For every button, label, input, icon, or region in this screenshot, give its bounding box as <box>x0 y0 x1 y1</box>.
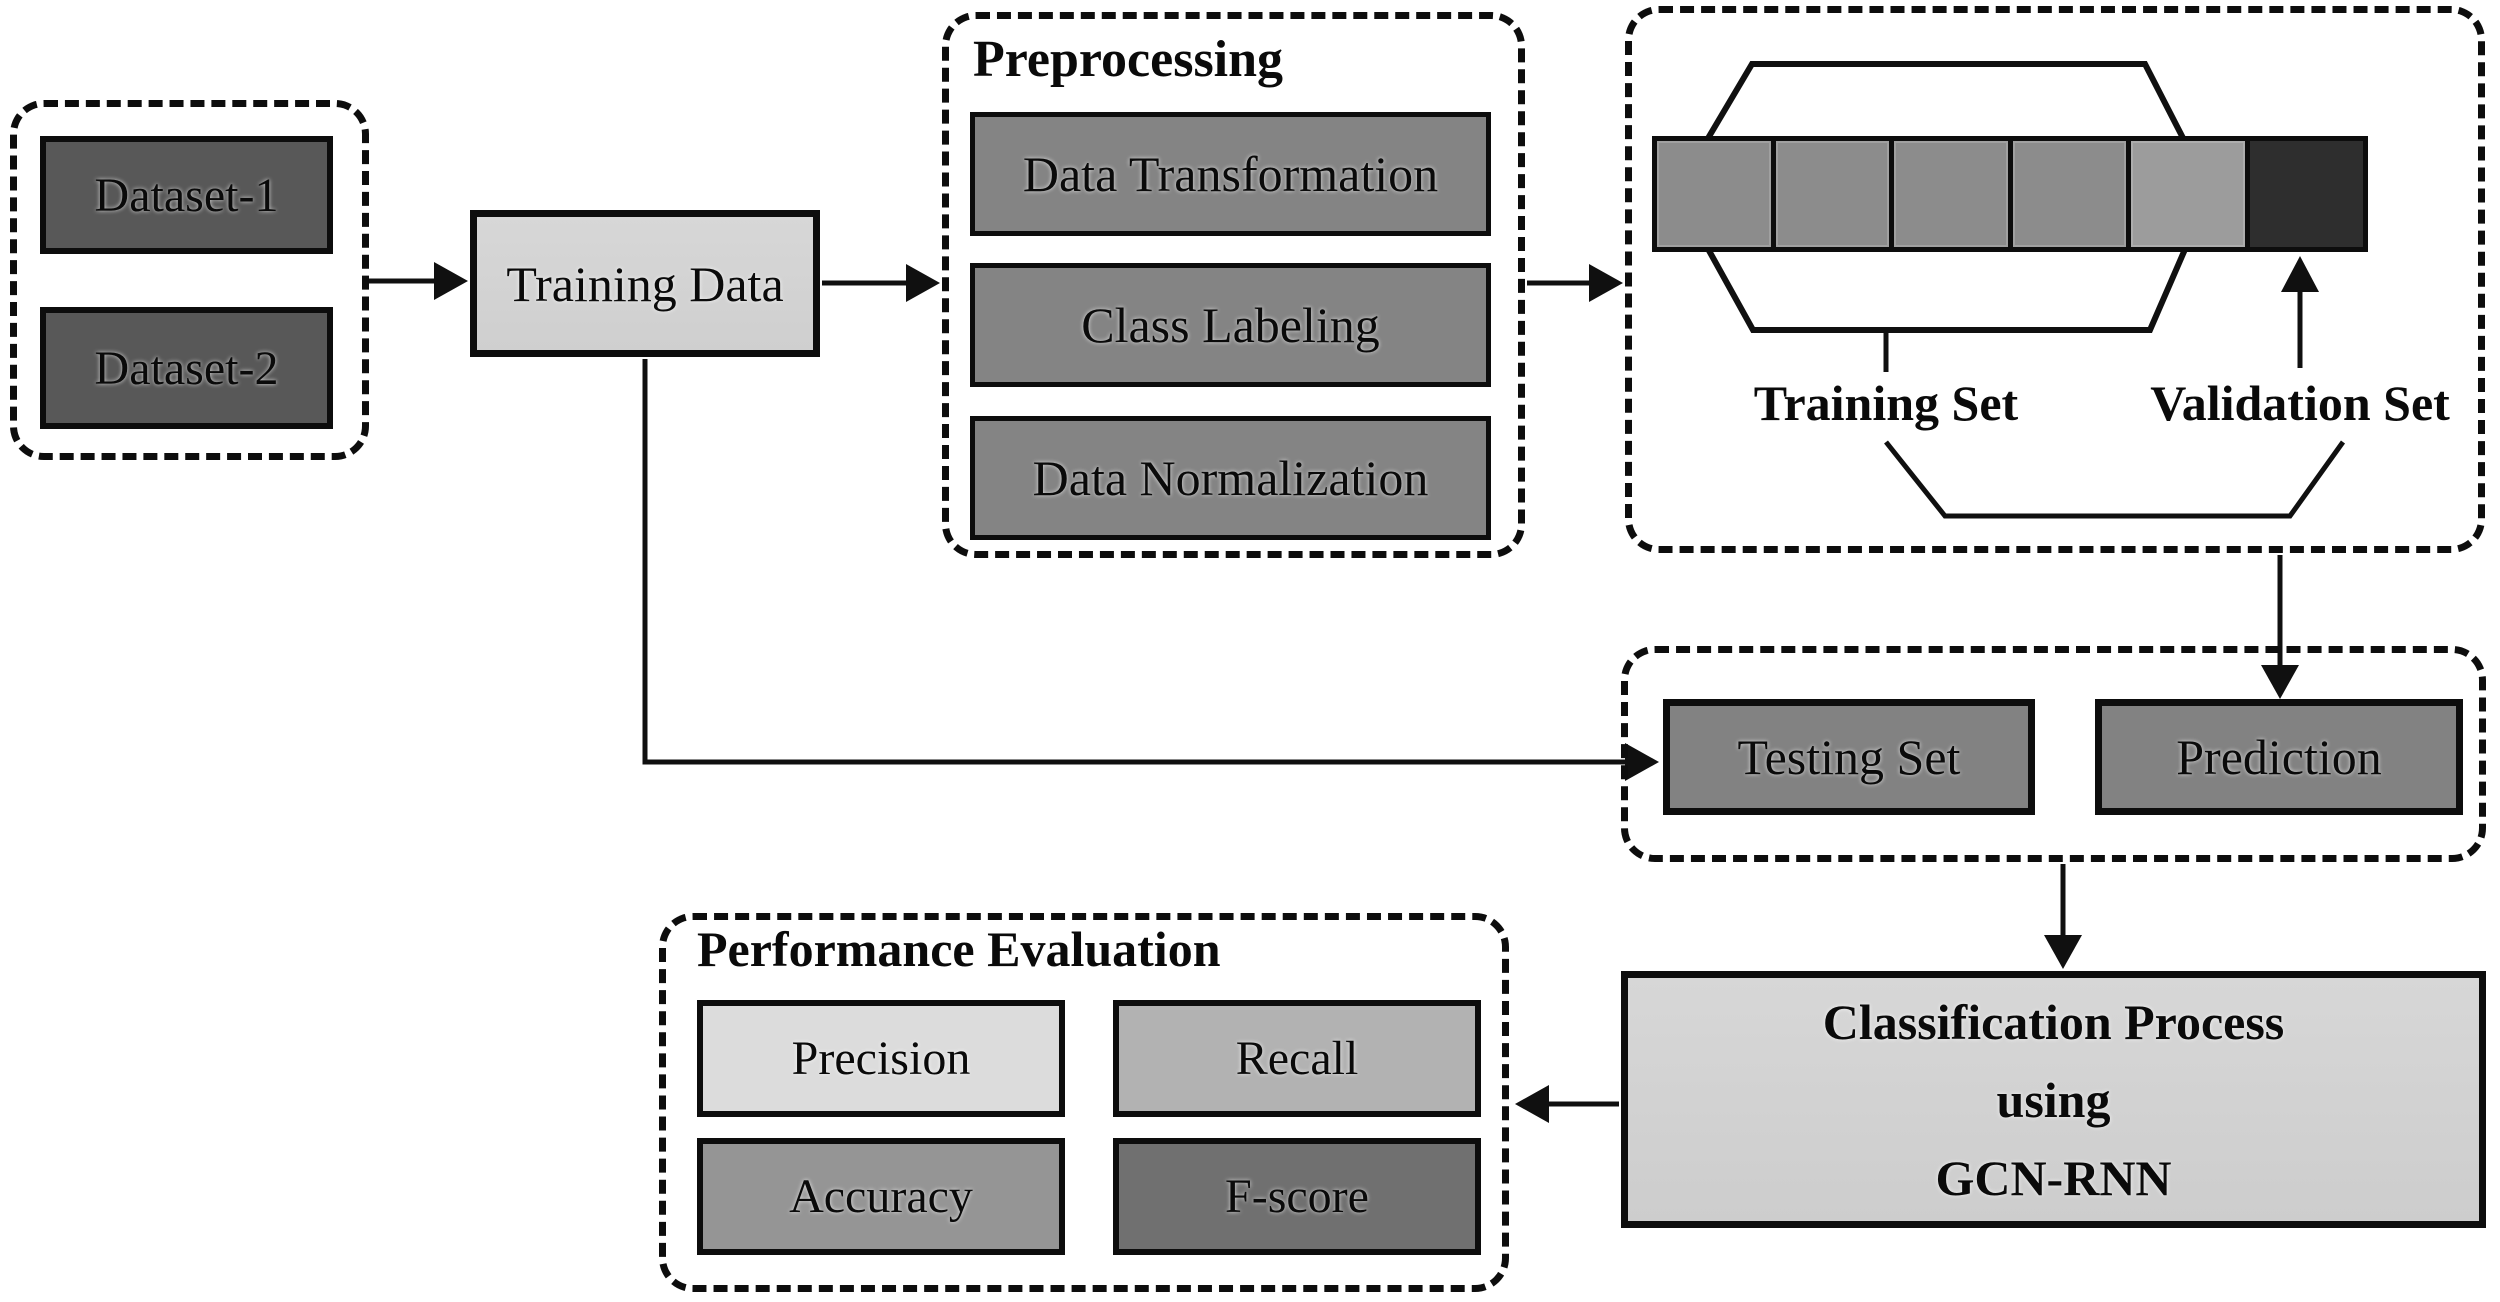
arrow-preprocessing-to-cross-validation <box>1527 264 1623 302</box>
testing-stage-container <box>1621 646 2486 862</box>
fold-segment-3 <box>1894 141 2013 247</box>
fold-segment-5 <box>2131 141 2250 247</box>
arrow-validation-set-to-fold <box>2281 256 2319 368</box>
cross-validation-container <box>1625 6 2485 553</box>
dataset-2-box: Dataset-2 <box>40 307 333 429</box>
arrow-testing-stage-to-classification <box>2044 864 2082 969</box>
dataset-1-box: Dataset-1 <box>40 136 333 254</box>
fscore-label: F-score <box>1225 1170 1369 1223</box>
data-transformation-box: Data Transformation <box>970 112 1491 236</box>
classification-line3: GCN-RNN <box>1935 1149 2172 1206</box>
arrow-datasets-to-training-data <box>369 262 468 300</box>
recall-label: Recall <box>1235 1032 1359 1085</box>
fold-segment-2 <box>1775 141 1894 247</box>
validation-fold-segment <box>2249 141 2363 247</box>
fold-top-bracket <box>1704 61 2187 142</box>
data-normalization-box: Data Normalization <box>970 416 1491 540</box>
precision-label: Precision <box>791 1032 971 1085</box>
testing-set-box: Testing Set <box>1663 699 2035 815</box>
data-normalization-label: Data Normalization <box>1032 450 1429 506</box>
fold-segment-4 <box>2012 141 2131 247</box>
dataset-2-label: Dataset-2 <box>94 341 279 395</box>
arrow-training-data-to-testing-set <box>642 359 1659 781</box>
fscore-box: F-score <box>1113 1138 1481 1255</box>
validation-set-label: Validation Set <box>2150 375 2450 431</box>
prediction-box: Prediction <box>2095 699 2463 815</box>
fold-rotation-loop <box>1884 440 2346 519</box>
datasets-group-container <box>10 100 369 460</box>
prediction-label: Prediction <box>2176 729 2382 785</box>
dataset-1-label: Dataset-1 <box>94 168 279 222</box>
arrow-training-data-to-preprocessing <box>822 264 940 302</box>
preprocessing-container <box>942 12 1525 558</box>
arrow-classification-to-performance <box>1515 1085 1619 1123</box>
classification-line2: using <box>1996 1071 2111 1128</box>
class-labeling-label: Class Labeling <box>1081 297 1380 353</box>
data-transformation-label: Data Transformation <box>1022 146 1439 202</box>
accuracy-box: Accuracy <box>697 1138 1065 1255</box>
testing-set-label: Testing Set <box>1737 729 1961 785</box>
class-labeling-box: Class Labeling <box>970 263 1491 387</box>
performance-evaluation-container <box>659 913 1509 1292</box>
preprocessing-title: Preprocessing <box>973 31 1284 88</box>
training-set-label: Training Set <box>1753 375 2019 431</box>
precision-box: Precision <box>697 1000 1065 1117</box>
kfold-segmented-bar <box>1652 136 2368 252</box>
recall-box: Recall <box>1113 1000 1481 1117</box>
classification-process-box: Classification Process using GCN-RNN <box>1621 971 2486 1228</box>
classification-line1: Classification Process <box>1822 993 2285 1050</box>
performance-evaluation-title: Performance Evaluation <box>697 921 1221 977</box>
training-data-label: Training Data <box>506 255 784 312</box>
accuracy-label: Accuracy <box>789 1170 973 1223</box>
training-data-box: Training Data <box>470 210 820 357</box>
fold-bottom-bracket <box>1704 245 2189 333</box>
fold-segment-1 <box>1657 141 1776 247</box>
